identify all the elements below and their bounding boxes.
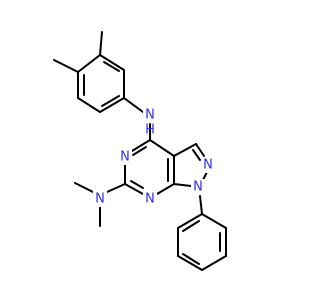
atom-n-dimethyl: N — [95, 192, 105, 207]
canvas-background — [0, 0, 300, 300]
bond-c3-n2 — [195, 143, 205, 157]
bond-c3-n2-double — [192, 149, 201, 161]
bond-methyl-3 — [99, 31, 103, 56]
bond-nme2-methyl-a — [74, 182, 94, 193]
atom-bg-n-pyrimidine-bottom — [143, 191, 157, 207]
bond-aryl-nh — [123, 97, 144, 113]
bond-xylyl-6 — [77, 54, 101, 73]
atom-n-pyrimidine-bottom: N — [145, 192, 155, 207]
bond-c2-n1 — [124, 183, 144, 195]
atom-h-amine: H — [145, 123, 155, 138]
bond-c2-nme2 — [106, 183, 126, 193]
atom-bg-n-pyrazole-bottom — [191, 179, 205, 195]
bond-n1p-c7a — [173, 183, 192, 187]
bond-phenyl-6 — [177, 213, 203, 229]
bond-xylyl-4 — [77, 97, 101, 113]
bond-c3a-c3 — [173, 143, 197, 157]
bond-n2-n1p — [202, 171, 208, 181]
atom-bg-n-pyrazole-top — [201, 157, 215, 173]
bond-phenyl-3 — [201, 255, 227, 271]
bond-xylyl-1 — [99, 54, 125, 71]
bond-n1p-phenyl — [199, 195, 203, 215]
bond-c3a-c4 — [149, 139, 175, 157]
bond-n1-c7a — [156, 183, 175, 195]
bonds — [53, 31, 227, 271]
molecule-structure: N H N N N N N — [0, 0, 300, 300]
bond-phenyl-inner-2 — [182, 253, 200, 265]
atom-bg-n-pyrimidine-top — [118, 149, 132, 165]
bond-xylyl-inner-2 — [101, 95, 120, 107]
bond-c4-n3 — [131, 139, 151, 152]
bond-xylyl-inner-1 — [103, 61, 120, 72]
atom-bg-n-dimethyl — [93, 191, 107, 207]
atom-n-pyrazole-top: N — [203, 158, 213, 173]
atom-n-pyrimidine-top: N — [120, 150, 130, 165]
atom-bg-n-amine — [143, 107, 157, 123]
bond-c2-n1-double — [130, 180, 144, 189]
atom-n-amine: N — [145, 108, 155, 123]
bond-xylyl-3 — [99, 97, 125, 113]
bond-phenyl-inner-3 — [182, 220, 200, 232]
bond-phenyl-4 — [177, 255, 203, 271]
bond-phenyl-1 — [201, 213, 227, 229]
atom-labels: N H N N N N N — [93, 107, 215, 207]
atom-n-pyrazole-bottom: N — [193, 180, 203, 195]
bond-methyl-4 — [53, 59, 79, 73]
bond-c4-n3-double — [132, 146, 147, 156]
